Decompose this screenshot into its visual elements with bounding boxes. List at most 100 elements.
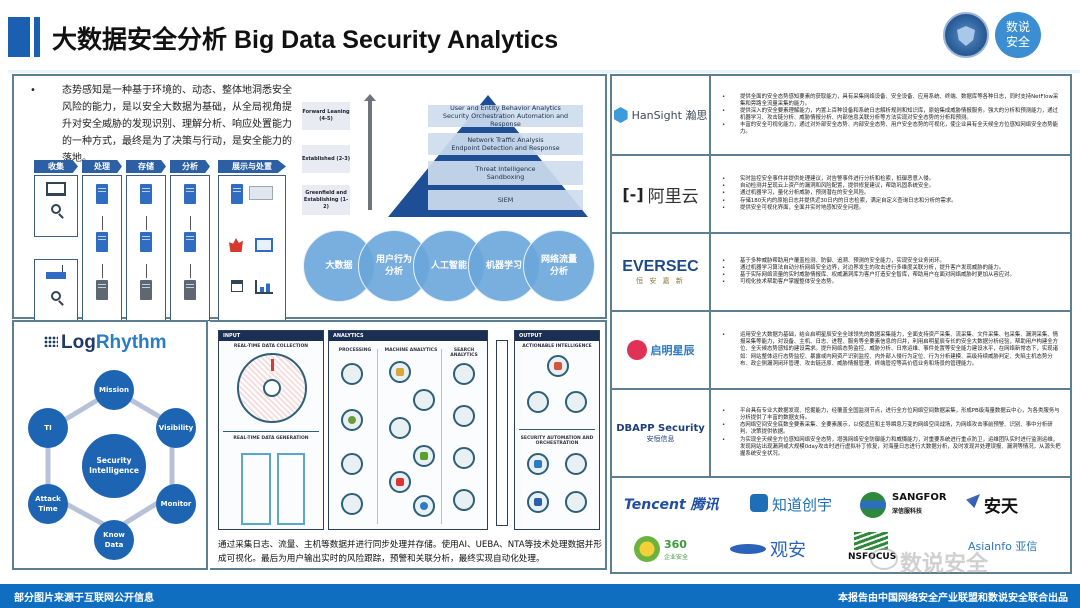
node-label: Visibility xyxy=(158,424,194,432)
tech-circle: 网络流量分析 xyxy=(523,230,595,302)
tech-label: 机器学习 xyxy=(485,261,522,271)
node-label: Intelligence xyxy=(89,466,139,475)
arch-subhead: REAL-TIME DATA COLLECTION xyxy=(233,344,309,349)
flow-stage-store: 存储 xyxy=(126,160,166,321)
server-icon xyxy=(96,280,108,300)
arch-subhead: SECURITY AUTOMATION AND ORCHESTRATION xyxy=(520,436,594,446)
process-box xyxy=(82,175,122,321)
arrow-icon xyxy=(101,216,103,230)
node-visibility: Visibility xyxy=(156,408,196,448)
brand-badge: 数说 安全 xyxy=(995,12,1041,58)
arch-column-head: OUTPUT xyxy=(515,331,599,341)
arch-input-column: INPUT REAL-TIME DATA COLLECTION REAL-TIM… xyxy=(218,330,324,530)
arrow-icon xyxy=(189,216,191,230)
footer-left-note: 部分图片来源于互联网公开信息 xyxy=(14,593,154,604)
network-icon xyxy=(231,280,243,292)
aliyun-bracket-icon: [-] xyxy=(622,184,644,204)
vendor-bullets: 基于多种威胁帮助用户覆盖检测、防御、追溯、预测的安全能力，实现安全业务闭环。 通… xyxy=(718,234,1062,310)
vendor-bullet: 提供深入的安全要素理解能力，内置上百种设备和系统日志解析规则和知识库，原始集成威… xyxy=(718,108,1062,122)
alliance-seal-icon xyxy=(943,12,989,58)
server-icon xyxy=(140,280,152,300)
store-box xyxy=(126,175,166,321)
vendor-row-aliyun: [-] 阿里云 实时监控安全事件并提供处理建议，对告警事件进行分析和检索，抵御恶… xyxy=(612,156,1070,234)
maturity-level: Greenfield and Establishing (1-2) xyxy=(302,185,350,215)
architecture-caption: 通过采集日志、流量、主机等数据并进行同步处理并存储。使用AI、UEBA、NTA等… xyxy=(218,540,602,564)
vendor-bullet: 提供安全可视化界面，全面并实时地感知安全问题。 xyxy=(718,205,1062,212)
endpoint-monitoring-box xyxy=(277,453,305,525)
server-icon xyxy=(184,232,196,252)
maturity-level: Established (2-3) xyxy=(302,145,350,173)
pyramid-band: Threat Intelligence Sandboxing xyxy=(428,161,583,185)
guanan-eye-icon xyxy=(730,544,766,554)
vendor-logo: [-] 阿里云 xyxy=(612,156,711,232)
vendor-row-venustech: 启明星辰 运用安全大数据为基础，结合启明星辰安全全球领先的数据采集能力，全面支持… xyxy=(612,312,1070,390)
wechat-icon xyxy=(870,548,898,570)
dashboard-icon xyxy=(249,186,273,200)
report-icon xyxy=(565,391,587,413)
arrow-icon xyxy=(101,264,103,278)
intro-text: 态势感知是一种基于环境的、动态、整体地洞悉安全风险的能力，是以安全大数据为基础，… xyxy=(62,85,292,164)
partner-logo-360: 360 xyxy=(664,538,687,551)
fire-icon xyxy=(229,238,243,252)
logrhythm-dots-icon xyxy=(44,336,58,347)
chart-icon xyxy=(255,280,273,294)
vendor-name: DBAPP Security xyxy=(616,422,705,434)
arrow-icon xyxy=(145,264,147,278)
node-mission: Mission xyxy=(94,370,134,410)
vendor-logo: 启明星辰 xyxy=(612,312,711,388)
flow-stage-collect: 收集 xyxy=(34,160,78,321)
case-icon xyxy=(527,453,549,475)
metrics-icon xyxy=(527,491,549,513)
vendor-bullets: 提供全面的安全态势感知要素的获取能力，具有采集网络设备、安全设备、应用系统、终端… xyxy=(718,76,1062,154)
flow-stage-label: 分析 xyxy=(170,160,210,173)
vendor-bullet: 丰富的安全可视化能力，通过对外部安全态势、内部安全态势、用户安全态势的可视化，使… xyxy=(718,122,1062,136)
vendor-logo: EVERSEC 恒 安 嘉 新 xyxy=(612,234,711,310)
page-title: 大数据安全分析 Big Data Security Analytics xyxy=(52,26,559,54)
labs-sidebar xyxy=(496,340,508,526)
vendor-name-cn: 恒 安 嘉 新 xyxy=(636,277,685,285)
360-icon xyxy=(634,536,660,562)
band-label: Endpoint Detection and Response xyxy=(451,144,560,152)
partner-logo-360-sub: 企业安全 xyxy=(664,554,689,561)
collect-box-1 xyxy=(34,175,78,237)
server-icon xyxy=(96,232,108,252)
node-label: Mission xyxy=(99,386,129,394)
band-label: Threat Intelligence xyxy=(475,165,536,173)
server-icon xyxy=(231,184,243,204)
arch-subhead: MACHINE ANALYTICS xyxy=(384,348,438,353)
server-icon xyxy=(140,184,152,204)
vendor-bullet: 可视化技术帮助客户掌握整体安全态势。 xyxy=(718,279,1062,286)
partner-logo-sangfor: SANGFOR xyxy=(892,492,947,503)
partner-logo-sangfor-sub: 深信服科技 xyxy=(892,508,923,515)
partner-logos: Tencent 腾讯 知道创宇 SANGFOR 深信服科技 安天 360 企业安… xyxy=(612,482,1070,572)
badge-line-2: 安全 xyxy=(1005,35,1030,49)
arrow-icon xyxy=(189,264,191,278)
monitor-icon xyxy=(46,182,66,196)
logrhythm-panel: LogRhythm Mission Visibility Monitor Kno… xyxy=(12,320,208,570)
flow-stage-analyze: 分析 xyxy=(170,160,210,321)
partner-logo-asiainfo: AsiaInfo 亚信 xyxy=(968,540,1038,553)
partner-logo-antiy: 安天 xyxy=(984,497,1018,517)
vendor-row-dbappsecurity: DBAPP Security 安恒信息 平台具有专业大数据发现、挖掘能力，经覆盖… xyxy=(612,390,1070,478)
node-label: Security xyxy=(96,456,132,465)
knownsec-icon xyxy=(750,494,768,512)
logo-text: Rhythm xyxy=(95,332,167,353)
arch-subhead: REAL-TIME DATA GENERATION xyxy=(233,436,309,441)
flow-stage-label: 处理 xyxy=(82,160,122,173)
band-label: SIEM xyxy=(497,196,514,204)
pyramid-band: User and Entity Behavior Analytics Secur… xyxy=(428,104,583,128)
search-icon xyxy=(51,291,61,301)
gauge-icon xyxy=(341,493,363,515)
vendor-bullet: 实时监控安全事件并提供处理建议，对告警事件进行分析和检索，抵御恶意入侵。 xyxy=(718,176,1062,183)
vendor-bullet: 基于多种威胁帮助用户覆盖检测、防御、追溯、预测的安全能力，实现安全业务闭环。 xyxy=(718,258,1062,265)
nsfocus-flag-icon xyxy=(854,532,888,550)
band-label: Sandboxing xyxy=(486,173,525,181)
pie-icon xyxy=(341,409,363,431)
arch-column-head: INPUT xyxy=(219,331,323,341)
vendor-name: HanSight 瀚思 xyxy=(631,109,708,122)
vendor-bullets: 实时监控安全事件并提供处理建议，对告警事件进行分析和检索，抵御恶意入侵。 自动检… xyxy=(718,156,1062,232)
header-accent-bar-thin xyxy=(34,17,40,57)
vendor-logo: DBAPP Security 安恒信息 xyxy=(612,390,711,476)
